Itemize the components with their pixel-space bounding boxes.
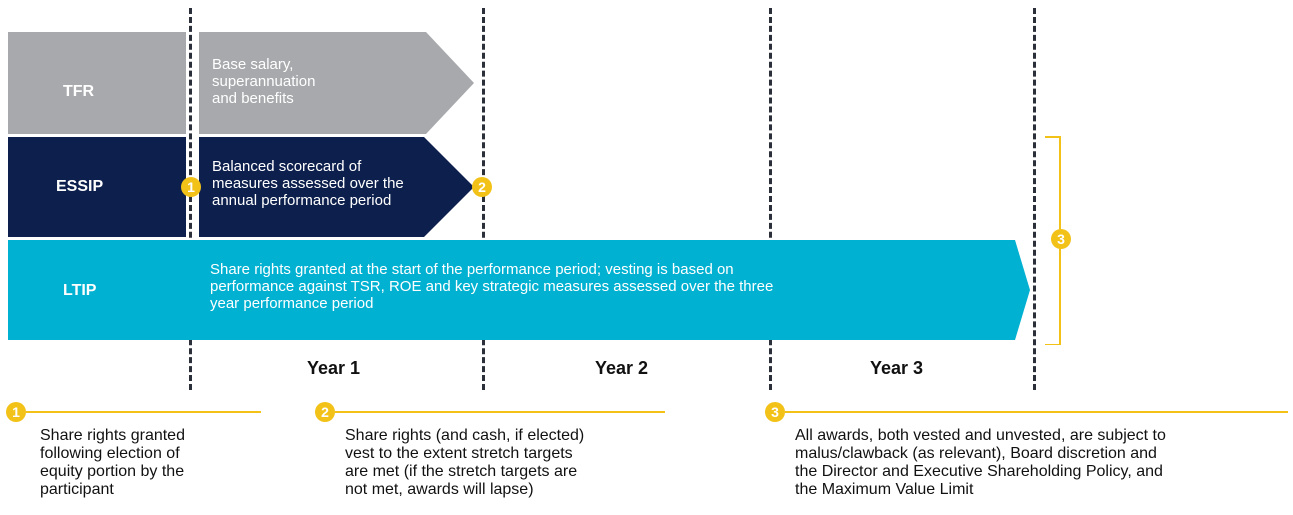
essip-description-line: measures assessed over the (212, 175, 404, 192)
ltip-description-line: year performance period (210, 295, 374, 312)
timeline-divider-start (189, 8, 192, 390)
essip-arrow (199, 137, 474, 237)
note-1-badge: 1 (6, 402, 26, 422)
essip-description-line: Balanced scorecard of (212, 158, 362, 175)
ltip-description-line: Share rights granted at the start of the… (210, 261, 734, 278)
marker-2-badge: 2 (472, 177, 492, 197)
ltip-description-line: performance against TSR, ROE and key str… (210, 278, 774, 295)
remuneration-bars (8, 32, 1061, 345)
tfr-description-line: and benefits (212, 90, 294, 107)
ltip-description: Share rights granted at the start of the… (210, 261, 773, 312)
note-1-line: following election of (40, 445, 180, 462)
timeline-divider-year1-end (482, 8, 485, 390)
year-label-2: Year 2 (595, 358, 649, 378)
note-3-line: malus/clawback (as relevant), Board disc… (795, 445, 1157, 462)
note-2-rule (335, 411, 665, 413)
row-label-ltip: LTIP (63, 282, 97, 299)
essip-description-line: annual performance period (212, 192, 392, 209)
tfr-description: Base salary, superannuation and benefits (212, 56, 315, 107)
note-2-line: vest to the extent stretch targets (345, 445, 573, 462)
marker-3-badge: 3 (1051, 229, 1071, 249)
note-3-line: the Director and Executive Shareholding … (795, 463, 1163, 480)
tfr-arrow (199, 32, 474, 134)
note-1-text: Share rights granted following election … (40, 427, 185, 499)
row-label-tfr: TFR (63, 83, 95, 100)
note-2-line: Share rights (and cash, if elected) (345, 427, 585, 444)
essip-label-block (8, 137, 186, 237)
timeline-divider-year2-end (769, 8, 772, 390)
tfr-label-block (8, 32, 186, 134)
note-2-line: are met (if the stretch targets are (345, 463, 578, 480)
row-label-essip: ESSIP (56, 178, 104, 195)
note-3-rule (785, 411, 1288, 413)
note-3-line: the Maximum Value Limit (795, 481, 974, 498)
note-3-line: All awards, both vested and unvested, ar… (795, 427, 1166, 444)
marker-1-badge: 1 (181, 177, 201, 197)
note-1-line: participant (40, 481, 114, 498)
note-3-badge: 3 (765, 402, 785, 422)
note-1-line: equity portion by the (40, 463, 185, 480)
essip-description: Balanced scorecard of measures assessed … (212, 158, 404, 209)
year-label-3: Year 3 (870, 358, 924, 378)
tfr-description-line: superannuation (212, 73, 316, 90)
ltip-arrow (8, 240, 1030, 340)
note-3-text: All awards, both vested and unvested, ar… (795, 427, 1166, 499)
note-2-text: Share rights (and cash, if elected) vest… (345, 427, 584, 499)
note-2-line: not met, awards will lapse) (345, 481, 534, 498)
tfr-description-line: Base salary, (212, 56, 294, 73)
note-1-rule (26, 411, 261, 413)
year-label-1: Year 1 (307, 358, 361, 378)
note-1-line: Share rights granted (40, 427, 185, 444)
timeline-divider-year3-end (1033, 8, 1036, 390)
note-2-badge: 2 (315, 402, 335, 422)
